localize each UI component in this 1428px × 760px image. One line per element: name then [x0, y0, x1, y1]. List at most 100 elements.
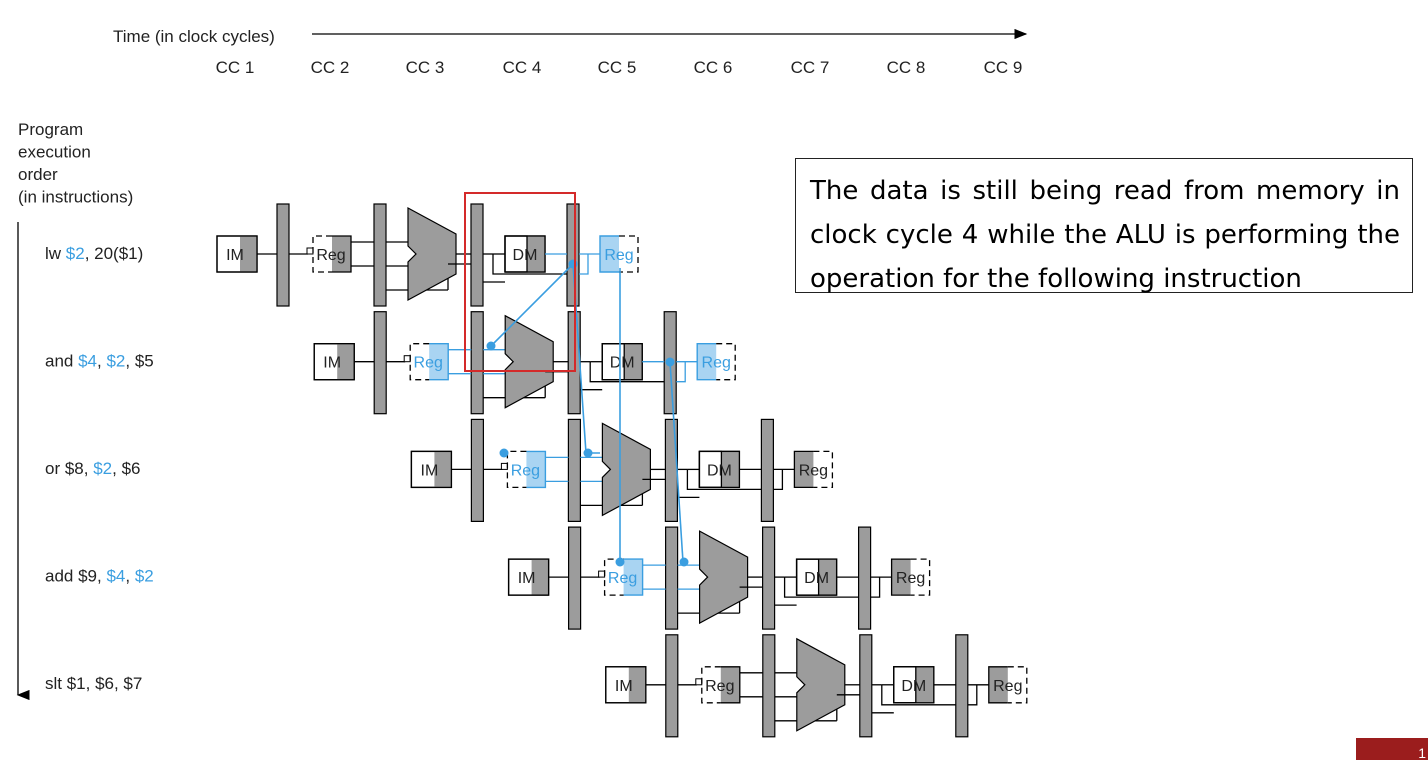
- reg-read-shade: [720, 666, 740, 703]
- reg-read-label: Reg: [316, 247, 345, 264]
- slide-number: 1: [1356, 738, 1428, 760]
- reg-read-outline: [429, 343, 449, 381]
- order-label-line: Program: [18, 120, 83, 139]
- reg-write-half: [409, 343, 430, 381]
- reg-write-port: [403, 355, 411, 363]
- reg-write-shade: [988, 666, 1008, 703]
- reg-read-label: Reg: [414, 355, 443, 372]
- clock-cycle-2: CC 2: [311, 58, 350, 77]
- reg-write-half: [701, 666, 721, 704]
- reg-write-label: Reg: [702, 355, 731, 372]
- alu: [796, 637, 846, 732]
- clock-cycle-5: CC 5: [598, 58, 637, 77]
- order-label-line: execution: [18, 143, 91, 162]
- pipeline-register: [857, 526, 872, 630]
- reg-write-half: [603, 558, 624, 596]
- order-label-line: order: [18, 165, 58, 184]
- im-shade: [434, 451, 452, 488]
- forward-and-to-add: [669, 361, 684, 563]
- wire: [589, 361, 665, 383]
- dm-label: DM: [610, 355, 635, 372]
- im-label: IM: [421, 462, 439, 479]
- reg-write-outline: [890, 558, 911, 596]
- register-highlight: $2: [135, 567, 154, 586]
- pipeline-register: [373, 311, 387, 415]
- wire: [579, 254, 589, 275]
- reg-write-shade: [600, 236, 619, 272]
- pipeline-register: [566, 203, 580, 307]
- alu: [698, 530, 749, 625]
- pipeline-register: [470, 311, 484, 415]
- cc4-highlight-box: [464, 192, 576, 372]
- im-label: IM: [323, 355, 341, 372]
- instruction-label-1: lw $2, 20($1): [45, 244, 143, 263]
- alu: [407, 206, 457, 302]
- dm-shade: [527, 236, 545, 272]
- register-highlight: $4: [106, 567, 125, 586]
- reg-write-label: Reg: [993, 678, 1022, 695]
- pipeline-register: [567, 526, 582, 630]
- pipeline-register: [470, 203, 484, 307]
- clock-cycle-1: CC 1: [216, 58, 255, 77]
- reg-read-outline: [526, 450, 547, 489]
- clock-cycle-6: CC 6: [694, 58, 733, 77]
- reg-read-outline: [720, 666, 741, 704]
- wire: [881, 684, 956, 706]
- im-shade: [337, 343, 355, 380]
- reg-read-half: [619, 235, 639, 273]
- reg-read-label: Reg: [511, 462, 540, 479]
- instruction-text: , 20($1): [85, 244, 144, 263]
- register-highlight: $2: [93, 459, 112, 478]
- clock-cycle-3: CC 3: [406, 58, 445, 77]
- register-highlight: $2: [106, 352, 125, 371]
- wire: [967, 684, 978, 706]
- dm-shade: [721, 451, 740, 488]
- im-shade: [240, 236, 257, 272]
- dm-label: DM: [513, 247, 538, 264]
- wire: [773, 469, 784, 491]
- instruction-labels: lw $2, 20($1)and $4, $2, $5or $8, $2, $6…: [45, 244, 154, 693]
- alu: [504, 314, 554, 409]
- wire: [686, 469, 762, 491]
- instruction-label-2: and $4, $2, $5: [45, 352, 154, 371]
- forwarding-paths: [486, 259, 689, 567]
- instruction-label-5: slt $1, $6, $7: [45, 674, 142, 693]
- reg-read-outline: [332, 235, 352, 273]
- pipeline-register: [567, 418, 582, 522]
- pipeline-register: [470, 418, 484, 522]
- instruction-text: and: [45, 352, 78, 371]
- forwarding-node: [615, 557, 625, 567]
- pipeline-register: [664, 526, 679, 630]
- reg-read-half: [910, 558, 931, 596]
- reg-write-port: [695, 678, 703, 686]
- clock-cycle-4: CC 4: [503, 58, 542, 77]
- reg-read-shade: [526, 451, 546, 488]
- dm-shade: [818, 559, 837, 596]
- pipeline-register: [373, 203, 387, 307]
- register-highlight: $2: [66, 244, 85, 263]
- instruction-text: ,: [125, 567, 134, 586]
- reg-write-port: [598, 570, 606, 578]
- reg-write-outline: [599, 235, 619, 273]
- reg-write-port: [306, 247, 314, 255]
- im-label: IM: [615, 678, 633, 695]
- alu: [601, 422, 652, 517]
- pipeline-register: [664, 418, 679, 522]
- instruction-text: , $5: [125, 352, 153, 371]
- wire: [870, 577, 881, 598]
- dm-shade: [915, 666, 934, 703]
- reg-read-shade: [332, 236, 351, 272]
- reg-read-outline: [623, 558, 644, 596]
- reg-write-port: [500, 462, 508, 470]
- pipeline-register: [665, 634, 679, 738]
- forwarding-node: [583, 448, 593, 458]
- pipeline-register: [276, 203, 290, 307]
- reg-write-shade: [891, 559, 911, 596]
- reg-write-shade: [697, 343, 717, 380]
- reg-write-half: [506, 450, 527, 489]
